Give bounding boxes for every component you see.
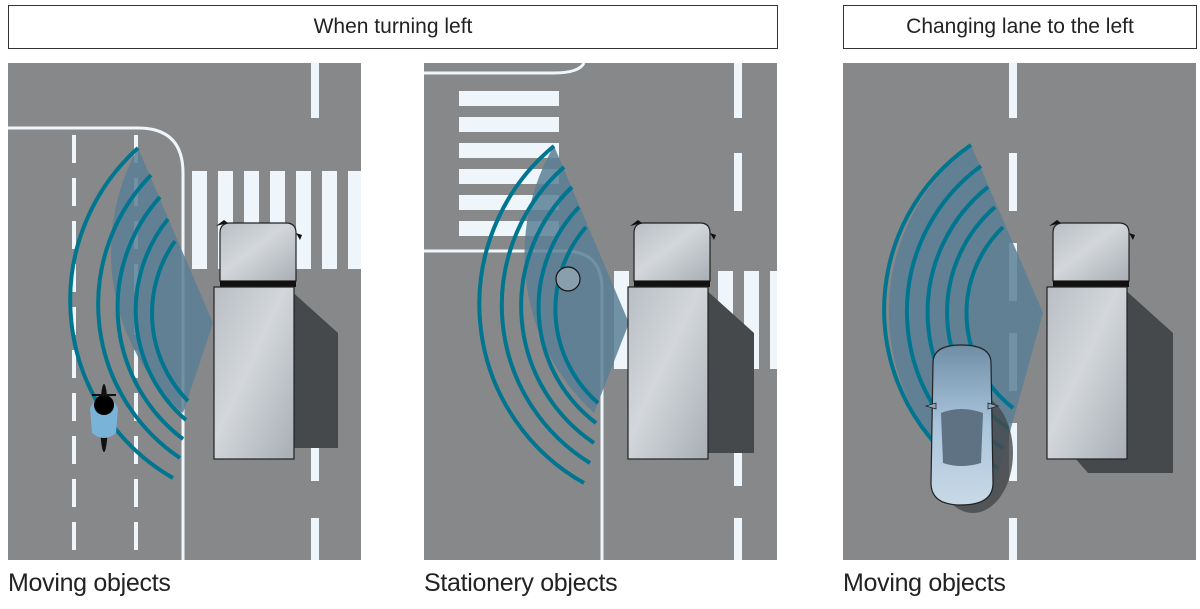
caption-panel-1: Moving objects <box>8 569 171 597</box>
panel-moving-left-turn <box>8 63 361 560</box>
cyclist-icon <box>90 384 118 452</box>
truck-icon <box>213 220 302 460</box>
caption-panel-2: Stationery objects <box>424 569 618 597</box>
car-icon <box>924 344 1000 506</box>
truck-icon <box>1046 220 1135 460</box>
crosswalk-vertical <box>459 91 559 236</box>
caption-panel-3: Moving objects <box>843 569 1006 597</box>
sensor-zone <box>110 148 213 413</box>
lane-marking <box>311 63 319 118</box>
sensor-arcs <box>68 146 190 480</box>
truck-icon <box>627 220 716 460</box>
sensor-arcs <box>477 144 600 485</box>
header-changing-lane: Changing lane to the left <box>843 5 1197 49</box>
header-when-turning-left: When turning left <box>8 5 778 49</box>
lane-dashes <box>734 63 742 560</box>
panel-stationary-left-turn <box>424 63 777 560</box>
stationary-post-icon <box>555 266 581 292</box>
curb-line <box>8 126 185 560</box>
panel-moving-lane-change <box>843 63 1196 560</box>
curb-line-top <box>424 63 586 75</box>
